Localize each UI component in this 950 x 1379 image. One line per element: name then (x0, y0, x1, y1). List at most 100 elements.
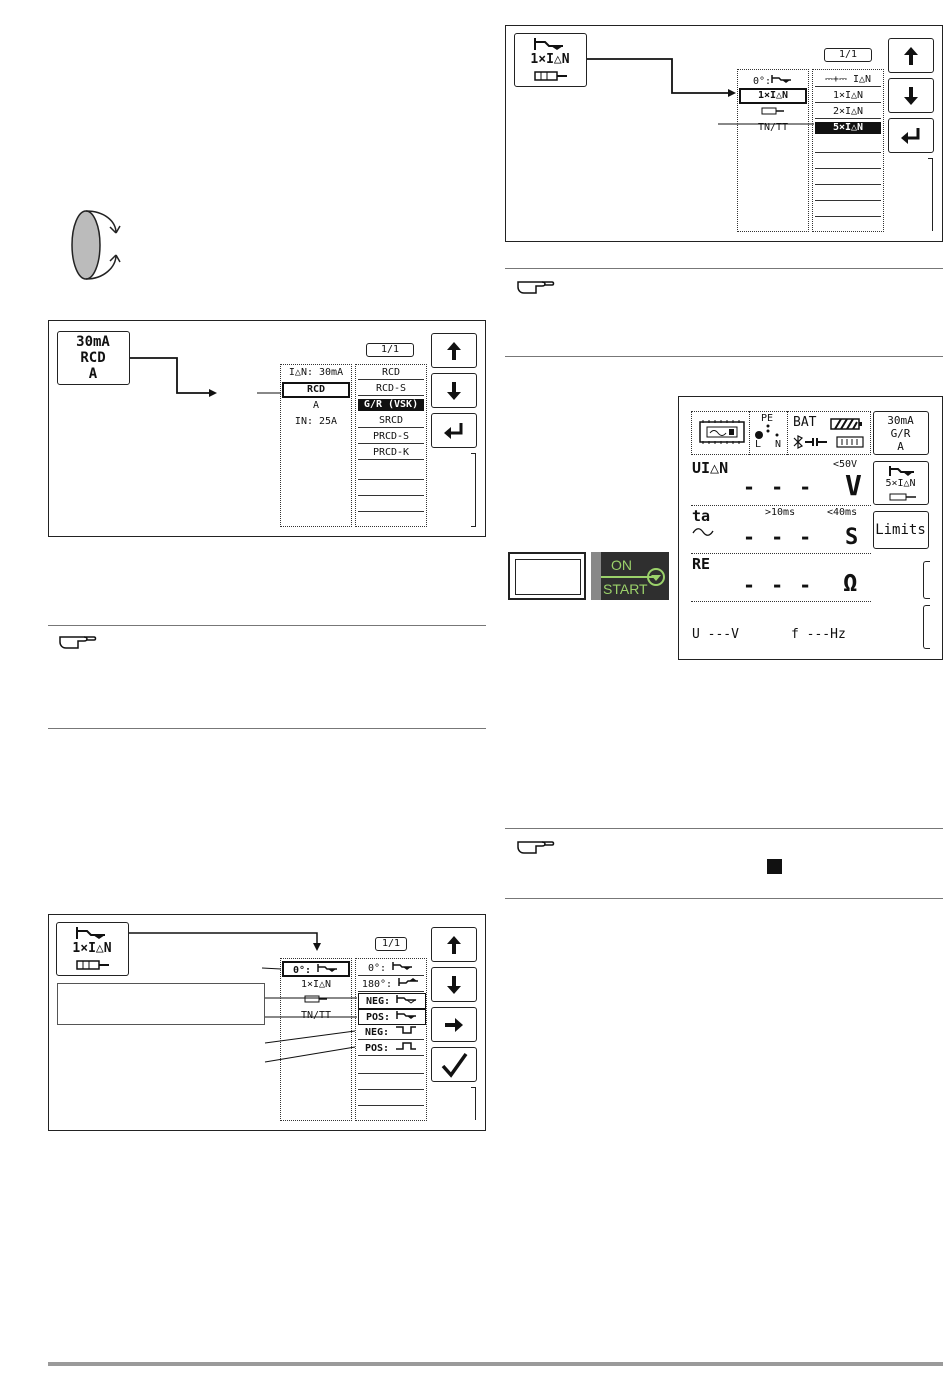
arrow-right-icon (445, 1017, 463, 1032)
waveform-multiplier-icon[interactable]: 5×I△N (873, 461, 929, 505)
phase-label: 0°: (292, 965, 312, 976)
arrow-up-icon (447, 935, 461, 954)
dc-neg-icon (396, 1026, 417, 1034)
trip-time-limit-min: >10ms (765, 507, 796, 518)
half-wave-icon (771, 75, 792, 83)
sine-wave-icon (692, 528, 714, 536)
arrow-up-icon (904, 46, 918, 65)
right-list-panel: RCD RCD-S G/R (VSK) SRCD PRCD-S PRCD-K (355, 364, 427, 527)
annotation-box (57, 983, 265, 1025)
list-item[interactable]: PRCD-K (358, 447, 424, 460)
enter-icon (444, 422, 463, 439)
list-item[interactable]: POS: (358, 1041, 424, 1056)
phase-selected[interactable]: 0°: (282, 961, 350, 977)
icon-label: 5×I△N (885, 478, 916, 489)
list-item[interactable]: PRCD-S (358, 431, 424, 444)
right-list-panel: ⎓+⎓ I△N 1×I△N 2×I△N 5×I△N (812, 69, 884, 232)
right-list-panel: 0°: 180°: NEG: POS: NEG: POS: (355, 958, 427, 1121)
figure-multiplier-selection: 1×I△N 1/1 0°: 1×I△N TN/TT ⎓+⎓ I△N 1×I△N … (505, 25, 943, 242)
list-item-selected[interactable]: 5×I△N (815, 122, 881, 134)
arrow-down-icon (447, 381, 461, 400)
scroll-down-button[interactable] (431, 373, 477, 408)
battery-icon (830, 418, 864, 448)
left-list-panel: I△N: 30mA RCD A IN: 25A (280, 364, 352, 527)
rcd-parameter-icon[interactable]: 30mA RCD A (57, 331, 130, 385)
figure-waveform-selection: 1×I△N 1/1 0°: 1×I△N TN/TT 0°: 180°: NEG:… (48, 914, 486, 1131)
icon-line-2: RCD (80, 350, 106, 366)
waveform-multiplier-icon[interactable]: 1×I△N (56, 922, 129, 976)
limits-button[interactable]: Limits (873, 511, 929, 549)
on-start-button[interactable]: ON START (591, 552, 669, 600)
trip-time-limit-max: <40ms (827, 507, 858, 518)
callout-lines (587, 58, 814, 125)
start-label: START (603, 581, 648, 597)
list-item[interactable]: NEG: (358, 993, 426, 1009)
rcd-selected[interactable]: RCD (282, 382, 350, 398)
list-item[interactable]: NEG: (358, 1025, 424, 1040)
next-button[interactable] (431, 1007, 477, 1042)
n-label: N (775, 439, 782, 450)
page-indicator: 1/1 (375, 937, 407, 951)
in-value: IN: 25A (294, 416, 338, 427)
touch-voltage-unit: V (845, 469, 862, 502)
scroll-down-button[interactable] (888, 78, 934, 113)
footer-rule (48, 1362, 943, 1366)
figure-measurement-screen: PE L N BAT 30mA G/R A 5×I△N Limits UI△N … (678, 396, 943, 660)
icon-label: 1×I△N (72, 941, 112, 956)
list-item[interactable]: ⎓+⎓ I△N (815, 74, 881, 87)
list-item[interactable]: RCD-S (358, 383, 424, 396)
trip-time-label: ta (692, 507, 711, 525)
page-indicator: 1/1 (366, 343, 414, 357)
network-type: TN/TT (300, 1010, 332, 1021)
enter-button[interactable] (431, 413, 477, 448)
start-key-outline[interactable] (508, 552, 586, 600)
multiplier-selected[interactable]: 1×I△N (739, 88, 807, 104)
rcd-sub: A (312, 400, 320, 411)
probe-icon (740, 106, 806, 120)
waveform-neg-halfwave-icon (396, 995, 417, 1004)
item-label: NEG: (365, 996, 391, 1007)
earth-resistance-unit: Ω (843, 569, 858, 597)
list-item-selected[interactable]: G/R (VSK) (358, 399, 424, 411)
arrow-up-icon (447, 341, 461, 360)
limits-label: Limits (875, 522, 926, 538)
dc-pos-icon (396, 1042, 417, 1050)
confirm-button[interactable] (431, 1047, 477, 1082)
rcd-type-icon[interactable]: 30mA G/R A (873, 411, 929, 455)
left-list-panel: 0°: 1×I△N TN/TT (737, 69, 809, 232)
arrow-down-icon (904, 86, 918, 105)
icon-line-1: 30mA (76, 334, 110, 350)
scroll-down-button[interactable] (431, 967, 477, 1002)
waveform-0deg-icon (392, 962, 413, 970)
scroll-up-button[interactable] (888, 38, 934, 73)
list-item[interactable]: 0°: (358, 961, 424, 976)
list-item[interactable]: 2×I△N (815, 106, 881, 119)
icon-line-2: G/R (890, 427, 911, 440)
list-item[interactable]: 1×I△N (815, 90, 881, 103)
enter-button[interactable] (888, 118, 934, 153)
list-item[interactable]: POS: (358, 1009, 426, 1025)
bat-label: BAT (793, 415, 817, 430)
top-status-bar (691, 411, 871, 455)
item-label: POS: (365, 1012, 391, 1023)
phase-label: 0°: (752, 76, 772, 87)
waveform-multiplier-icon[interactable]: 1×I△N (514, 33, 587, 87)
item-label: 0°: (367, 963, 387, 974)
voltage-reading: U ---V (692, 627, 739, 642)
list-item[interactable]: 180°: (358, 977, 424, 992)
list-item[interactable]: RCD (358, 367, 424, 380)
item-label: POS: (364, 1043, 390, 1054)
icon-label: 1×I△N (530, 52, 570, 67)
checkmark-icon (441, 1052, 468, 1078)
list-item[interactable]: SRCD (358, 415, 424, 428)
waveform-pos-halfwave-icon (396, 1011, 417, 1019)
l-label: L (755, 439, 762, 450)
pointing-hand-icon (58, 631, 98, 655)
left-list-panel: 0°: 1×I△N TN/TT (280, 958, 352, 1121)
on-label: ON (611, 557, 632, 573)
scroll-up-button[interactable] (431, 333, 477, 368)
network-type: TN/TT (757, 122, 789, 133)
scroll-up-button[interactable] (431, 927, 477, 962)
trip-time-value: - - - (743, 525, 814, 549)
trip-time-unit: S (845, 525, 859, 550)
